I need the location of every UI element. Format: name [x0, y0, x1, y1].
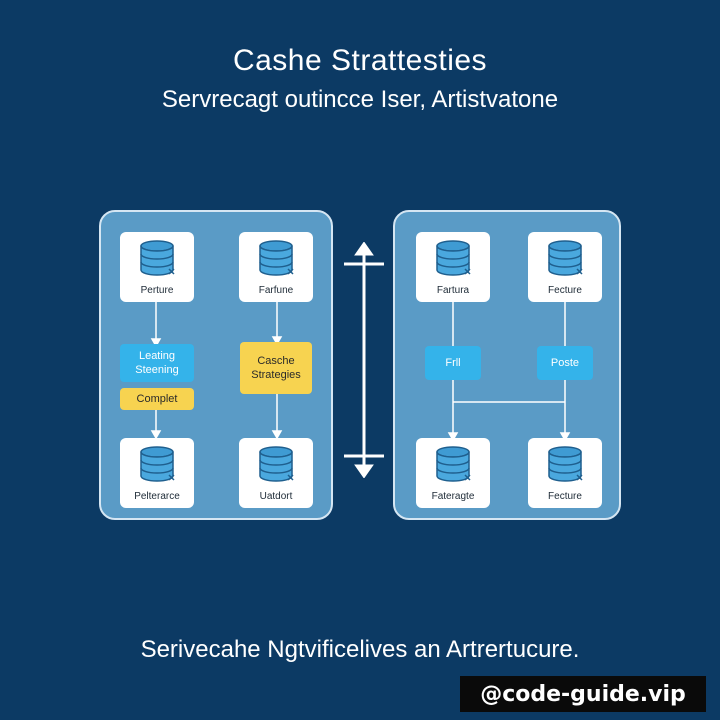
right-node-fateragte: Fateragte: [416, 438, 490, 508]
right-node-fartura: Fartura: [416, 232, 490, 302]
diagram-title: Cashe Strattesties: [232, 44, 488, 77]
left-cache-panel: Perture Farfune Leating Steening Complet…: [99, 210, 333, 520]
database-icon: [140, 446, 175, 482]
step-complet: Complet: [120, 388, 194, 410]
step-casche-strategies: Casche Strategies: [240, 342, 312, 394]
right-node-fecture-bottom: Fecture: [528, 438, 602, 508]
node-label: Perture: [140, 285, 174, 296]
step-frll: Frll: [425, 346, 481, 380]
database-icon: [548, 240, 583, 276]
node-label: Uatdort: [259, 491, 293, 502]
watermark-badge: @code-guide.vip: [460, 676, 706, 712]
step-poste: Poste: [537, 346, 593, 380]
database-icon: [259, 446, 294, 482]
sync-arrow-icon: [344, 242, 384, 478]
left-node-perture: Perture: [120, 232, 194, 302]
diagram-caption: Serivecahe Ngtvificelives an Artrertucur…: [140, 636, 580, 663]
node-label: Fecture: [548, 491, 582, 502]
database-icon: [436, 240, 471, 276]
right-node-fecture: Fecture: [528, 232, 602, 302]
node-label: Fecture: [548, 285, 582, 296]
node-label: Fateragte: [431, 491, 475, 502]
left-node-farfune: Farfune: [239, 232, 313, 302]
database-icon: [259, 240, 294, 276]
node-label: Farfune: [258, 285, 294, 296]
diagram-subtitle: Servrecagt outincce Iser, Artistvatone: [161, 86, 559, 113]
database-icon: [140, 240, 175, 276]
node-label: Pelterarce: [134, 491, 180, 502]
database-icon: [436, 446, 471, 482]
left-node-uatdort: Uatdort: [239, 438, 313, 508]
left-node-pelterarce: Pelterarce: [120, 438, 194, 508]
right-cache-panel: Fartura Fecture Frll Poste Fateragte Fec…: [393, 210, 621, 520]
node-label: Fartura: [436, 285, 470, 296]
step-leating-steening: Leating Steening: [120, 344, 194, 382]
database-icon: [548, 446, 583, 482]
